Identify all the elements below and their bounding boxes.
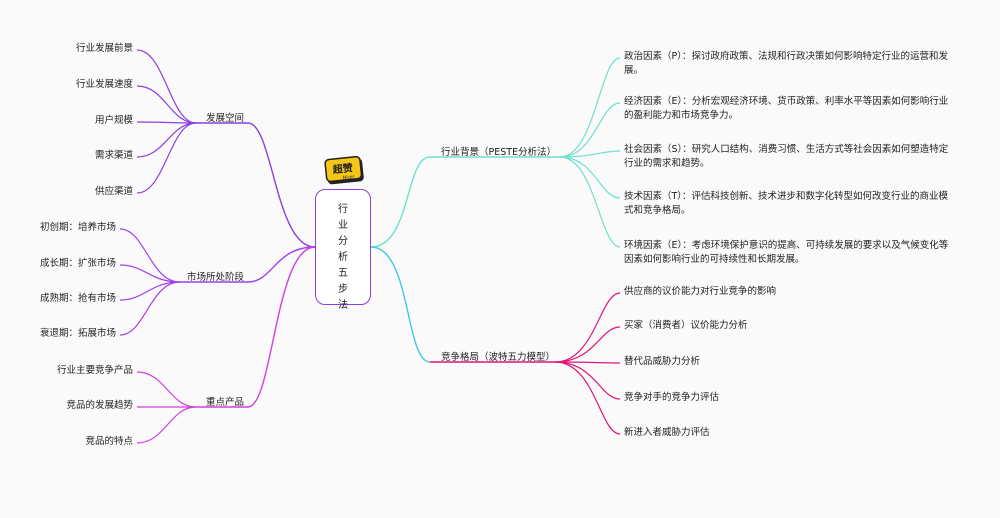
leaf-node-right[interactable]: 环境因素（E）：考虑环境保护意识的提高、可持续发展的要求以及气候变化等因素如何影…	[624, 240, 949, 265]
leaf-node-right[interactable]: 政治因素（P）：探讨政府政策、法规和行政决策如何影响特定行业的运营和发展。	[624, 51, 948, 76]
leaf-edge	[136, 49, 197, 124]
branch-edge	[370, 156, 431, 248]
central-topic-char: 五	[338, 268, 348, 279]
leaf-edge	[559, 156, 621, 199]
leaf-node-right[interactable]: 替代品威胁力分析	[624, 356, 701, 367]
leaf-node-left[interactable]: 行业发展前景	[75, 43, 133, 54]
central-topic-char: 法	[338, 300, 348, 311]
leaf-edge	[554, 361, 621, 400]
leaf-node-right[interactable]: 买家（消费者）议价能力分析	[624, 320, 748, 331]
leaf-edge	[136, 85, 197, 124]
leaf-node-right[interactable]: 社会因素（S）：研究人口结构、消费习惯、生活方式等社会因素如何塑造特定行业的需求…	[624, 144, 949, 169]
leaf-edge	[136, 122, 197, 194]
leaf-edge	[554, 361, 621, 364]
leaf-node-right[interactable]: 技术因素（T）：评估科技创新、技术进步和数字化转型如何改变行业的商业模式和竞争格…	[624, 191, 949, 216]
leaf-edge	[559, 57, 621, 158]
branch-edge	[247, 246, 316, 283]
leaf-node-left[interactable]: 竞品的特点	[85, 436, 133, 447]
branch-node-right[interactable]: 竞争格局（波特五力模型）	[441, 352, 556, 363]
leaf-edge	[136, 121, 197, 124]
branch-edge	[370, 246, 431, 363]
central-topic-node[interactable]: 行业分析五步法	[315, 189, 371, 311]
branch-node-left[interactable]: 市场所处阶段	[186, 272, 244, 283]
leaf-node-right[interactable]: 竞争对手的竞争力评估	[624, 392, 720, 403]
central-topic-char: 步	[338, 284, 348, 295]
leaf-edge	[119, 228, 181, 283]
leaf-node-left[interactable]: 初创期：培养市场	[39, 222, 116, 233]
nice-sticker-icon: 超赞 Nice!	[324, 156, 364, 185]
leaf-edge	[554, 361, 621, 435]
branch-edge	[247, 122, 316, 248]
leaf-edge	[136, 371, 197, 408]
leaf-edge	[136, 406, 197, 444]
leaf-edge	[559, 156, 621, 248]
leaf-node-left[interactable]: 行业主要竞争产品	[56, 365, 133, 376]
leaf-node-right[interactable]: 供应商的议价能力对行业竞争的影响	[624, 286, 777, 297]
leaf-edge	[119, 264, 181, 283]
leaf-edge	[119, 281, 181, 336]
leaf-node-right[interactable]: 新进入者威胁力评估	[624, 427, 710, 438]
leaf-node-left[interactable]: 用户规模	[94, 115, 133, 126]
branch-node-left[interactable]: 发展空间	[205, 113, 244, 124]
leaf-node-right[interactable]: 经济因素（E）：分析宏观经济环境、货币政策、利率水平等因素如何影响行业的盈利能力…	[624, 96, 949, 121]
leaf-node-left[interactable]: 供应渠道	[94, 186, 133, 197]
leaf-node-left[interactable]: 竞品的发展趋势	[66, 400, 133, 411]
leaf-node-left[interactable]: 行业发展速度	[75, 79, 133, 90]
leaf-edge	[559, 102, 621, 158]
central-topic-label: 行业分析五步法	[316, 202, 370, 314]
branch-node-right[interactable]: 行业背景（PESTE分析法）	[441, 147, 557, 158]
central-topic-char: 析	[338, 252, 348, 263]
central-topic-char: 业	[338, 220, 348, 231]
leaf-node-left[interactable]: 成熟期：抢有市场	[39, 293, 116, 304]
leaf-edge	[559, 150, 621, 158]
leaf-edge	[554, 326, 621, 363]
leaf-node-left[interactable]: 需求渠道	[94, 150, 133, 161]
sticker-subtext: Nice!	[343, 174, 355, 181]
leaf-node-left[interactable]: 成长期：扩张市场	[39, 258, 116, 269]
sticker-text: 超赞	[331, 161, 353, 176]
central-topic-char: 行	[338, 204, 348, 215]
leaf-node-left[interactable]: 衰退期：拓展市场	[39, 328, 116, 339]
leaf-edge	[554, 292, 621, 363]
branch-edge	[247, 246, 316, 408]
branch-node-left[interactable]: 重点产品	[205, 397, 244, 408]
central-topic-char: 分	[338, 236, 348, 247]
leaf-edge	[119, 281, 181, 301]
leaf-edge	[136, 122, 197, 158]
